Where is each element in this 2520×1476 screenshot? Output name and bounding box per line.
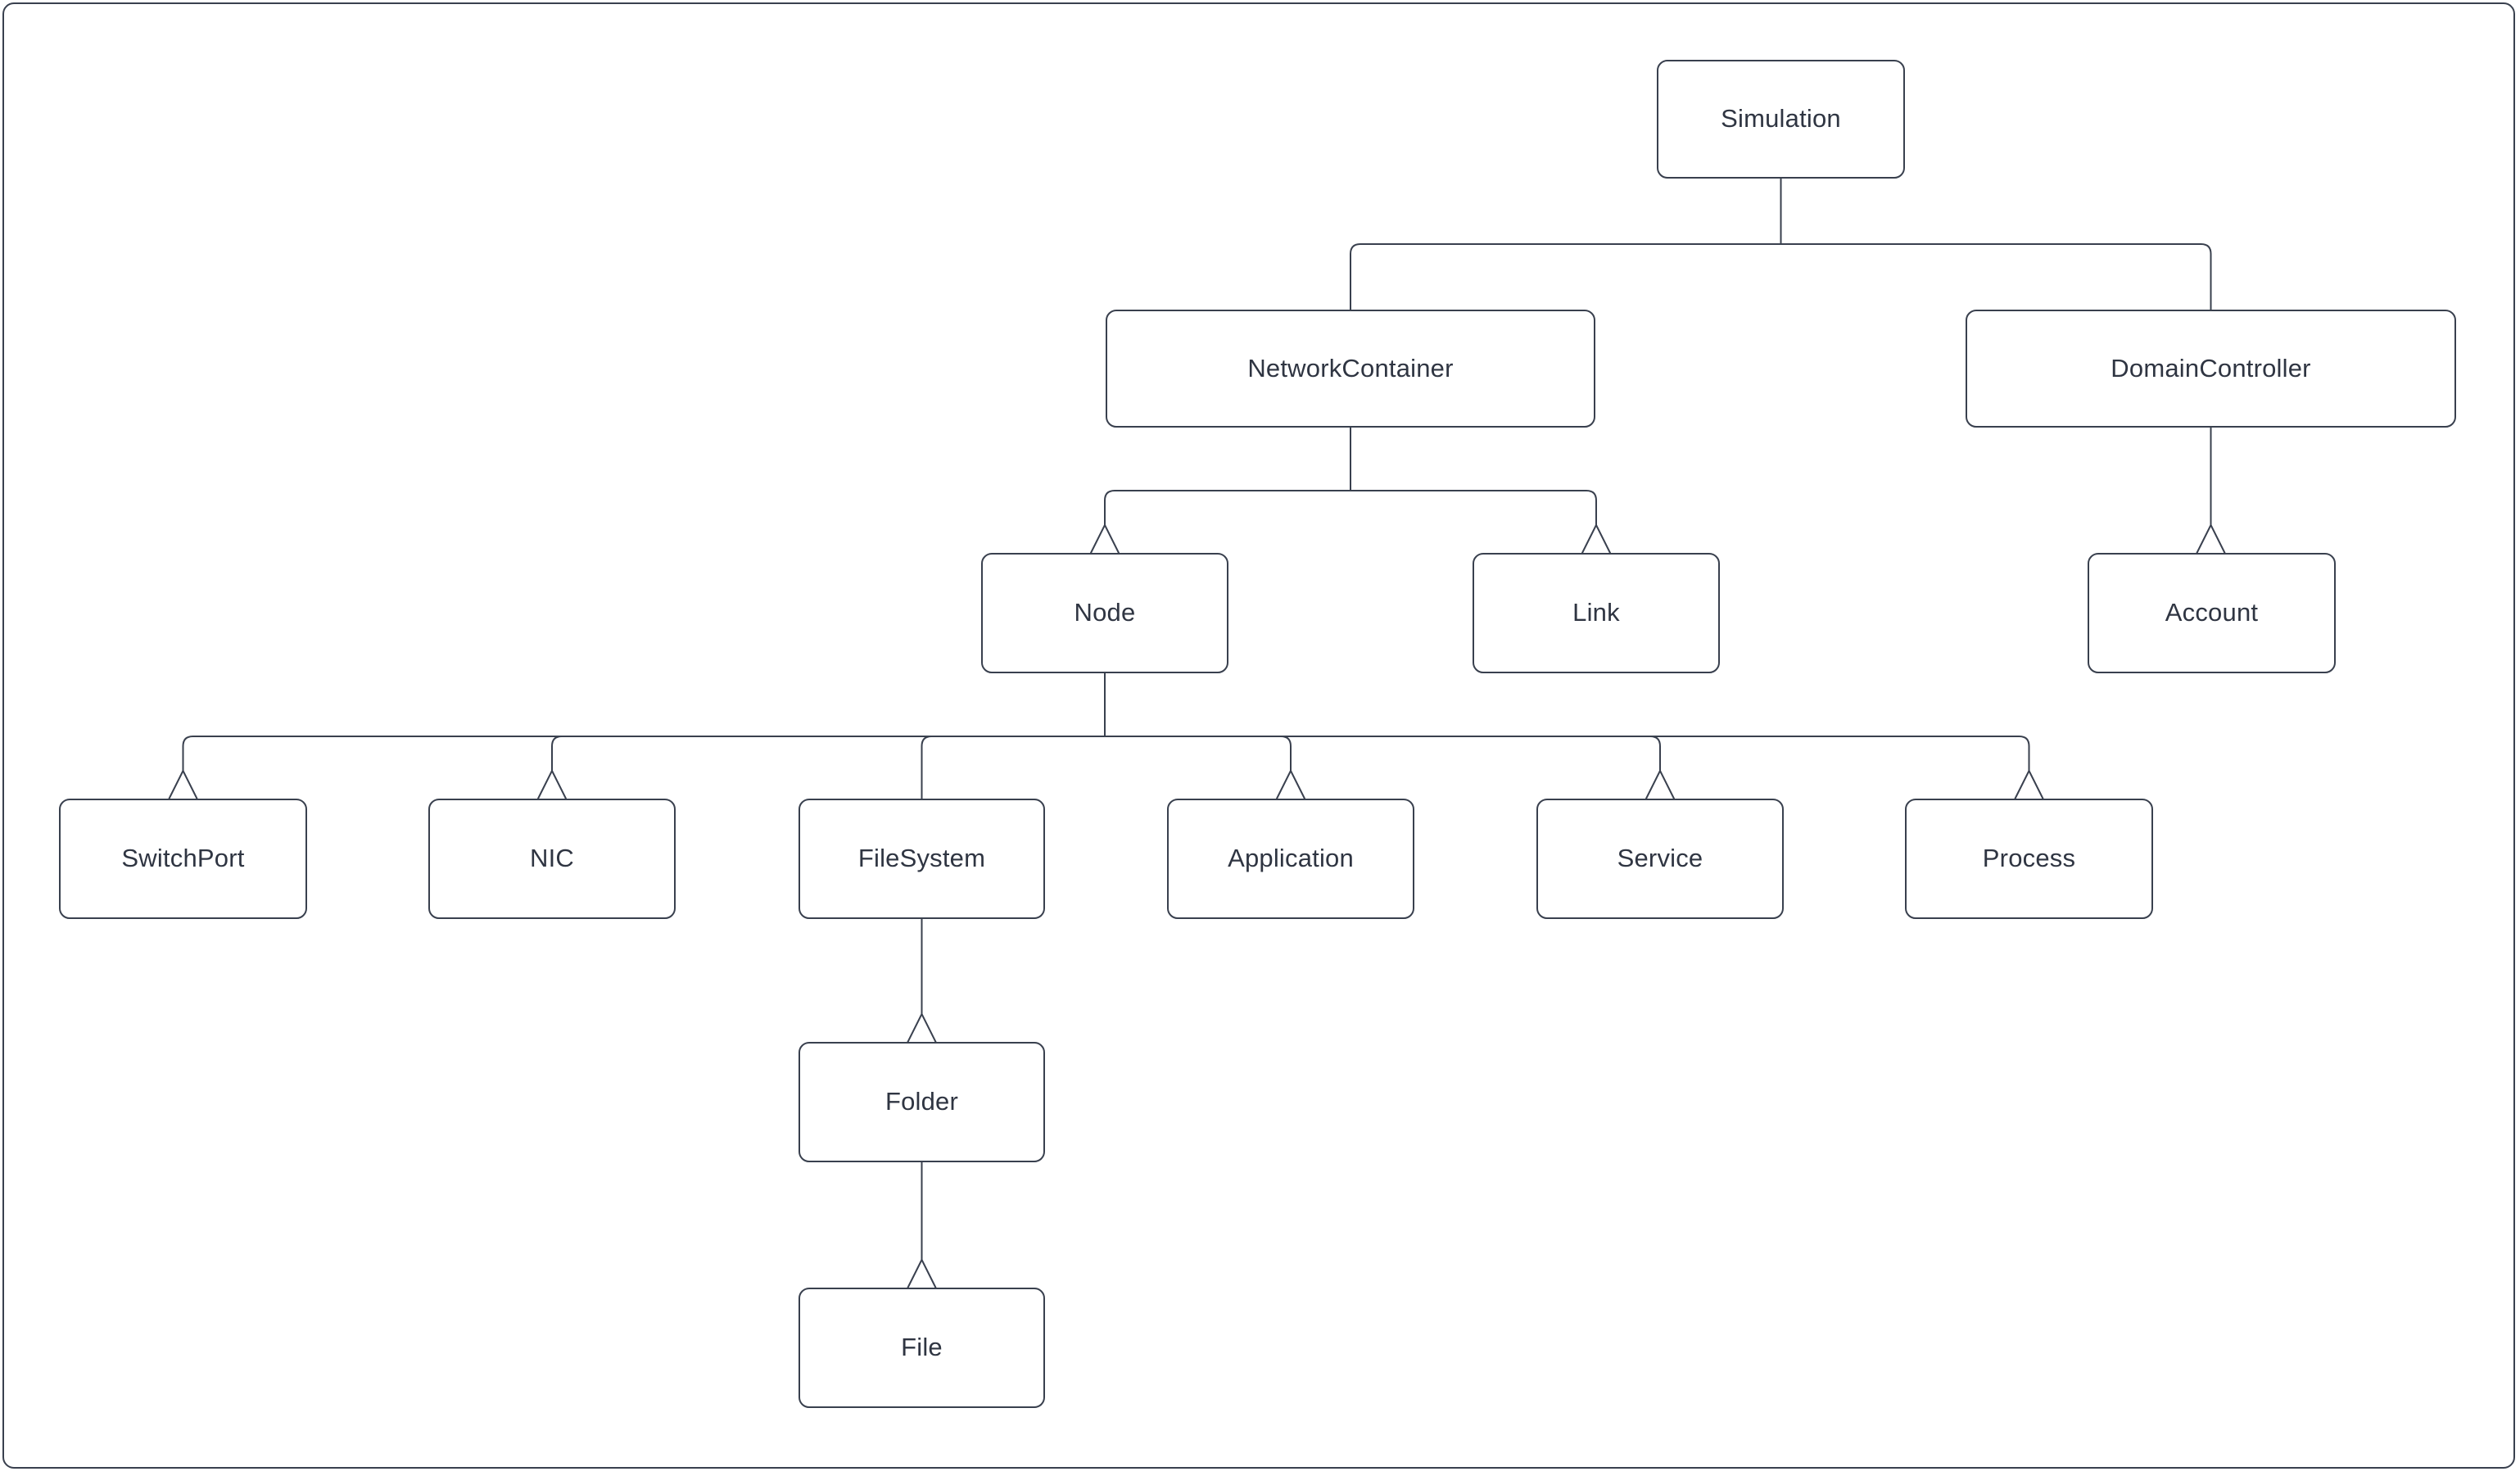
class-box-service[interactable]: Service: [1536, 799, 1784, 919]
class-box-label: SwitchPort: [121, 844, 244, 872]
class-box-process[interactable]: Process: [1905, 799, 2153, 919]
class-box-label: Link: [1572, 599, 1620, 627]
class-box-label: Simulation: [1721, 105, 1841, 133]
class-box-label: NetworkContainer: [1247, 355, 1453, 383]
class-box-application[interactable]: Application: [1167, 799, 1414, 919]
class-box-label: Folder: [885, 1088, 958, 1116]
class-box-domaincontroller[interactable]: DomainController: [1966, 310, 2456, 428]
class-box-label: DomainController: [2111, 355, 2310, 383]
class-box-simulation[interactable]: Simulation: [1657, 60, 1905, 179]
class-box-label: Application: [1228, 844, 1354, 872]
class-box-nic[interactable]: NIC: [428, 799, 676, 919]
class-box-label: Account: [2165, 599, 2258, 627]
class-box-link[interactable]: Link: [1473, 553, 1720, 673]
class-box-label: NIC: [530, 844, 574, 872]
class-box-account[interactable]: Account: [2088, 553, 2336, 673]
class-box-label: Node: [1075, 599, 1136, 627]
class-box-networkcontainer[interactable]: NetworkContainer: [1106, 310, 1595, 428]
class-box-label: Process: [1983, 844, 2075, 872]
class-box-label: FileSystem: [858, 844, 985, 872]
class-box-switchport[interactable]: SwitchPort: [59, 799, 307, 919]
class-box-label: Service: [1617, 844, 1703, 872]
class-box-filesystem[interactable]: FileSystem: [799, 799, 1045, 919]
class-box-folder[interactable]: Folder: [799, 1042, 1045, 1162]
class-box-label: File: [901, 1333, 943, 1361]
class-box-node[interactable]: Node: [981, 553, 1228, 673]
class-box-file[interactable]: File: [799, 1288, 1045, 1408]
